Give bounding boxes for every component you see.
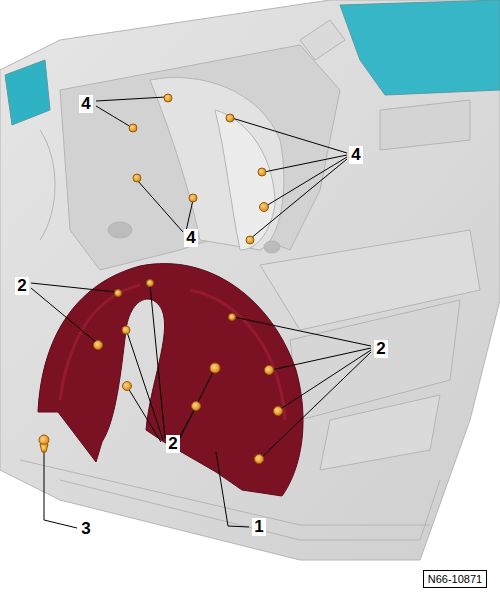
liner-shading [190, 290, 285, 420]
callout-number: 2 [166, 435, 179, 453]
wheel-housing-liner [38, 264, 303, 496]
vehicle-body [0, 0, 500, 560]
figure-number: N66-10871 [423, 570, 487, 588]
callout-number: 4 [79, 95, 92, 113]
callout-number: 2 [15, 277, 28, 295]
callout-number: 4 [184, 229, 197, 247]
callout-number: 4 [349, 146, 362, 164]
callout-number: 1 [252, 518, 265, 536]
leader-lines [31, 97, 371, 528]
fastening-clips [39, 94, 283, 464]
callout-number: 3 [79, 520, 92, 538]
liner-shading [60, 285, 140, 400]
callout-number: 2 [374, 340, 387, 358]
